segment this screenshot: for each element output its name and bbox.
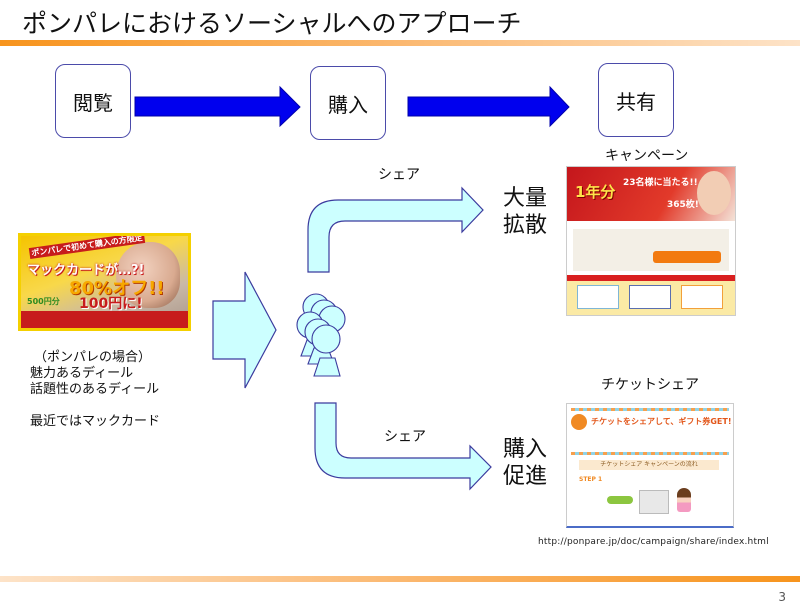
campaign-subhead: 23名様に当たる!! (623, 178, 698, 188)
campaign-signup-button (653, 251, 721, 263)
ticket-thumbnail (639, 490, 669, 514)
ticket-screenshot: チケットをシェアして、ギフト券GET! チケットシェア キャンペーンの流れ ST… (566, 403, 734, 528)
purchase-promotion-label: 購入 促進 (503, 436, 547, 490)
banner-line-2: マックカードが…?! (27, 263, 145, 278)
mass-spread-label: 大量 拡散 (503, 185, 547, 239)
banner-line-5: 100円に! (79, 296, 143, 312)
campaign-twitter-box (577, 285, 619, 309)
deal-note-1: （ポンパレの場合） (34, 350, 152, 365)
step-purchase-label: 購入 (328, 92, 368, 117)
campaign-hero: 1年分 23名様に当たる!! 365枚! (567, 167, 735, 221)
deal-banner-image: ポンパレで初めて購入の方限定 マックカードが…?! 80%オフ!! 500円分 … (18, 233, 191, 331)
step-purchase: 購入 (310, 66, 386, 140)
ticket-character (677, 488, 691, 512)
campaign-red-band (567, 275, 735, 281)
banner-model-photo (116, 242, 180, 308)
ticket-badge (571, 414, 587, 430)
deal-note-4 (30, 398, 160, 414)
deal-to-users-arrow (212, 271, 277, 389)
page-number: 3 (778, 590, 786, 604)
deal-note-2: 魅力あるディール (30, 366, 134, 381)
campaign-count: 365枚! (667, 200, 699, 210)
ticket-caption: チケットシェア (601, 377, 699, 393)
step-share-label: 共有 (616, 89, 656, 114)
campaign-headline: 1年分 (575, 183, 616, 201)
campaign-mail-box (681, 285, 723, 309)
source-url[interactable]: http://ponpare.jp/doc/campaign/share/ind… (538, 537, 769, 547)
users-crowd-icon (296, 293, 346, 377)
title-divider (0, 40, 800, 46)
deal-note-5: 最近ではマックカード (30, 414, 161, 429)
ticket-share-button (607, 496, 633, 504)
banner-footer-strip (21, 311, 188, 328)
ticket-step-label: STEP 1 (579, 476, 603, 483)
banner-line-4: 500円分 (27, 297, 60, 306)
banner-line-3: 80%オフ!! (69, 278, 165, 299)
step-browse: 閲覧 (55, 64, 131, 138)
slide-title: ポンパレにおけるソーシャルへのアプローチ (22, 9, 522, 38)
ticket-section-title: チケットシェア キャンペーンの流れ (579, 460, 719, 470)
step-share: 共有 (598, 63, 674, 137)
campaign-facebook-box (629, 285, 671, 309)
mass-spread-line1: 大量 (503, 186, 548, 211)
flow-arrow-1 (134, 85, 301, 128)
lower-share-label: シェア (384, 429, 426, 445)
purchase-promotion-line2: 促進 (503, 464, 548, 489)
purchase-promotion-line1: 購入 (503, 437, 548, 462)
campaign-screenshot: 1年分 23名様に当たる!! 365枚! (566, 166, 736, 316)
ticket-top-border (571, 408, 729, 411)
campaign-child-photo (697, 171, 731, 215)
step-browse-label: 閲覧 (73, 90, 113, 115)
ticket-mid-border (571, 452, 729, 455)
campaign-caption: キャンペーン (605, 148, 689, 164)
campaign-share-area (567, 281, 735, 315)
upper-share-label: シェア (378, 167, 420, 183)
upper-share-arrow (307, 186, 484, 273)
flow-arrow-3 (407, 85, 570, 128)
campaign-body (573, 229, 729, 271)
footer-divider (0, 576, 800, 582)
lower-share-arrow (314, 402, 492, 491)
deal-notes: （ポンパレの場合） 魅力あるディール 話題性のあるディール 最近ではマックカード (30, 350, 160, 430)
mass-spread-line2: 拡散 (503, 213, 548, 238)
ticket-headline: チケットをシェアして、ギフト券GET! (591, 417, 732, 426)
deal-note-3: 話題性のあるディール (30, 382, 160, 397)
